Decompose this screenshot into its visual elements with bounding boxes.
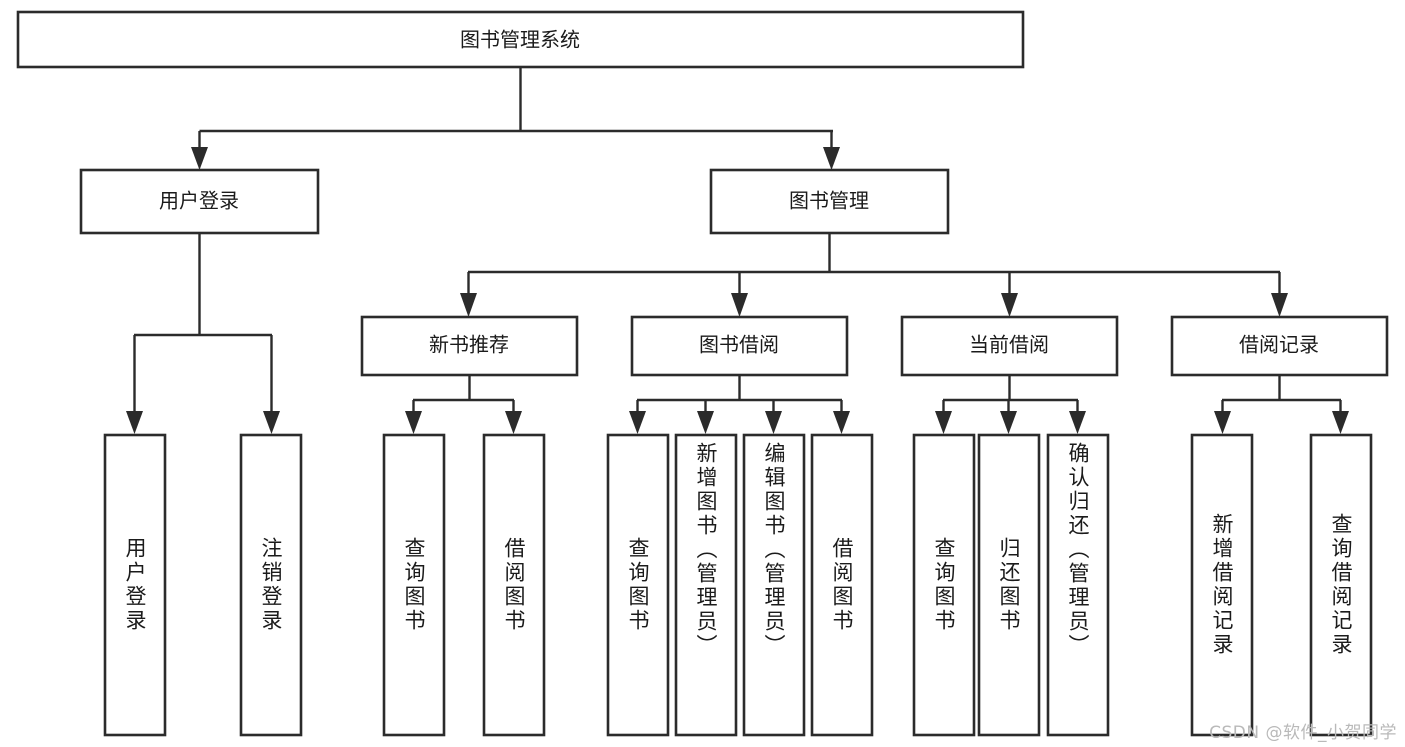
node-borrow-record[interactable]: 借阅记录: [1170, 315, 1389, 377]
leaf-user-login-1[interactable]: [239, 433, 303, 737]
node-root-label: 图书管理系统: [460, 28, 580, 52]
node-user-login[interactable]: 用户登录: [79, 168, 320, 235]
leaf-current-borrow-1[interactable]: [977, 433, 1041, 737]
leaf-book-borrow-2[interactable]: [742, 433, 806, 737]
leaf-user-login-0[interactable]: [103, 433, 167, 737]
node-root[interactable]: 图书管理系统: [16, 10, 1025, 69]
leaf-book-borrow-3[interactable]: [810, 433, 874, 737]
leaf-borrow-record-1[interactable]: [1309, 433, 1373, 737]
node-current-borrow-label: 当前借阅: [969, 333, 1049, 357]
leaf-borrow-record-0[interactable]: [1190, 433, 1254, 737]
node-book-borrow[interactable]: 图书借阅: [630, 315, 849, 377]
node-new-book-recommend-label: 新书推荐: [429, 333, 509, 357]
leaf-current-borrow-0[interactable]: [912, 433, 976, 737]
leaf-book-borrow-0[interactable]: [606, 433, 670, 737]
node-borrow-record-label: 借阅记录: [1239, 333, 1319, 357]
csdn-watermark: CSDN @软件_小贺同学: [1209, 723, 1397, 743]
connector-root-to-level2: [191, 67, 840, 170]
node-current-borrow[interactable]: 当前借阅: [900, 315, 1119, 377]
leaf-new-book-0[interactable]: [382, 433, 446, 737]
leaf-current-borrow-2[interactable]: [1046, 433, 1110, 737]
leaf-book-borrow-1[interactable]: [674, 433, 738, 737]
node-user-login-label: 用户登录: [159, 189, 239, 213]
connector-book-borrow-to-leaves: [629, 375, 850, 434]
node-new-book-recommend[interactable]: 新书推荐: [360, 315, 579, 377]
connector-new-book-to-leaves: [405, 375, 522, 434]
leaf-new-book-1[interactable]: [482, 433, 546, 737]
connector-user-login-to-leaves: [126, 233, 280, 434]
connector-current-borrow-to-leaves: [935, 375, 1086, 434]
connector-level2-books-to-level3: [460, 233, 1288, 317]
node-book-borrow-label: 图书借阅: [699, 333, 779, 357]
node-book-management-label: 图书管理: [789, 189, 869, 213]
node-book-management[interactable]: 图书管理: [709, 168, 950, 235]
connector-borrow-record-to-leaves: [1214, 375, 1349, 434]
